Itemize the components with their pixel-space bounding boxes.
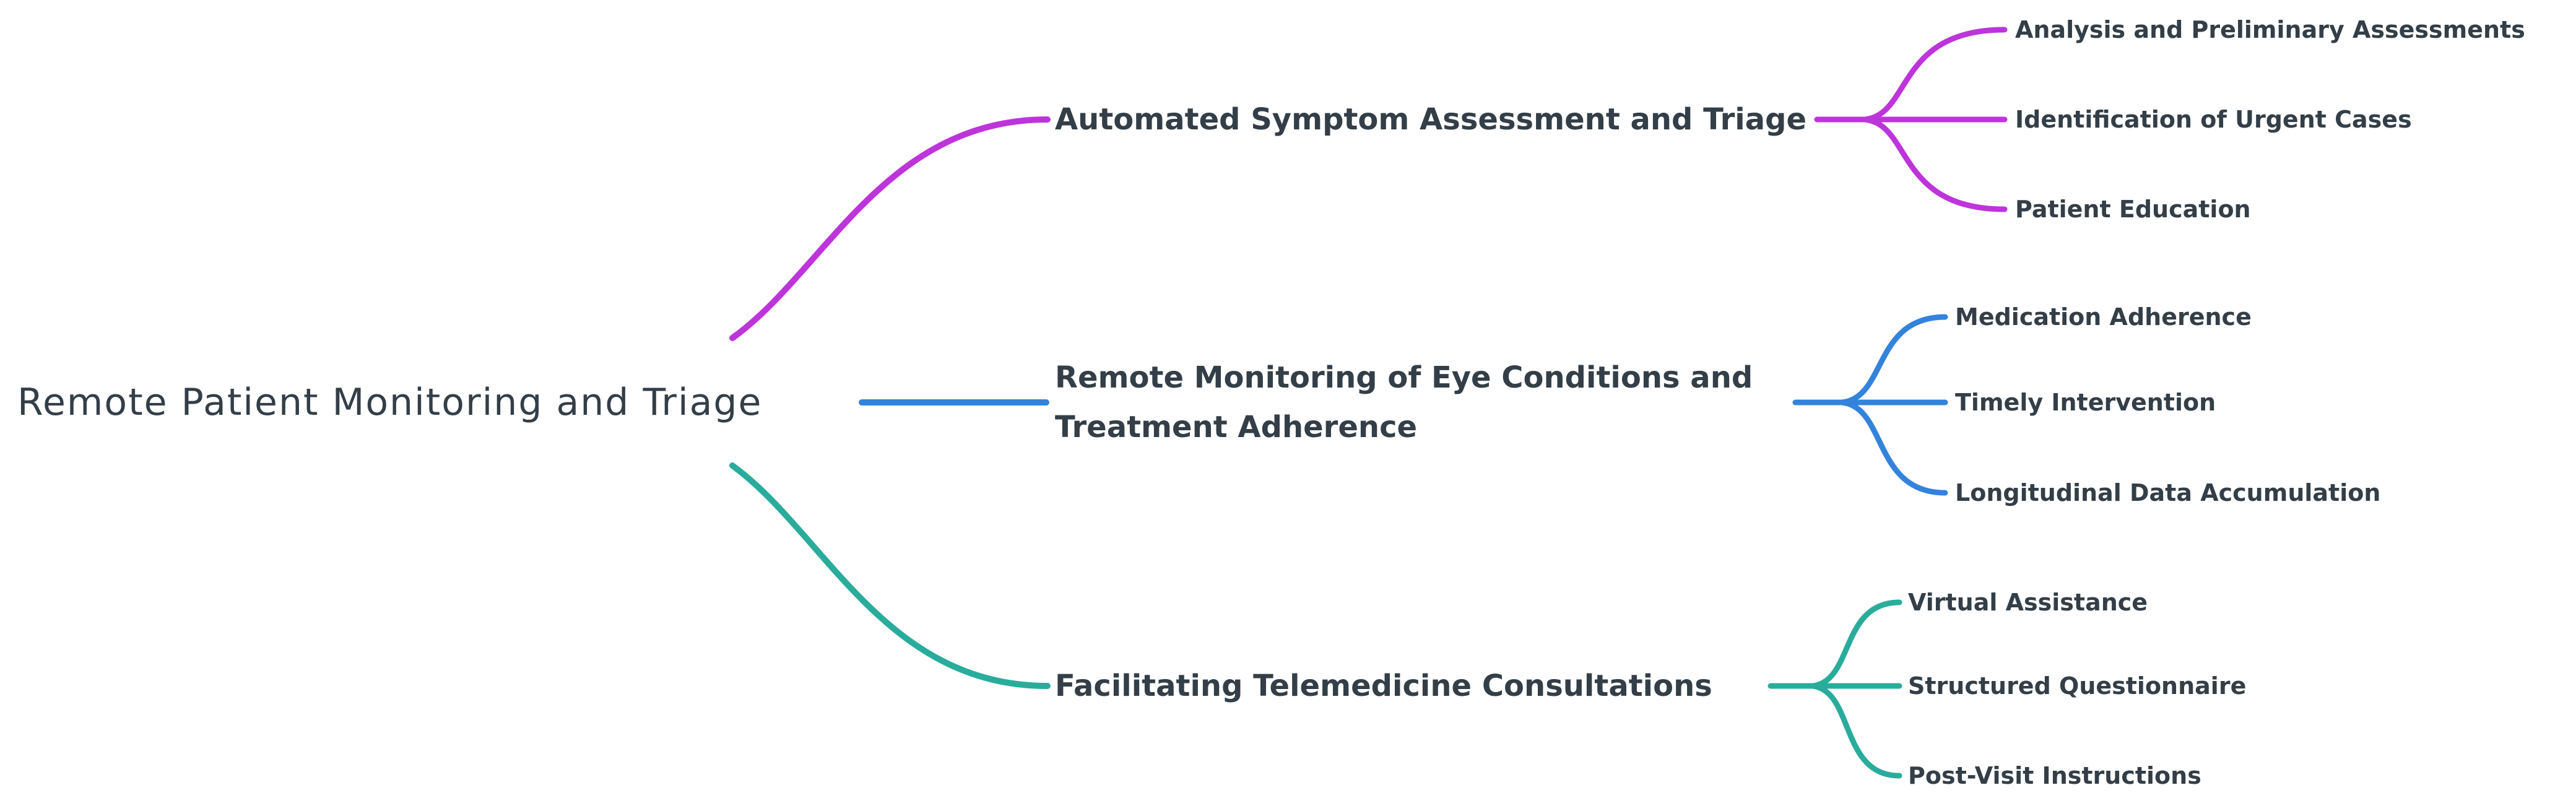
- branch2-leaf-top-link: [1839, 314, 1948, 405]
- branch3-connector-group: [729, 462, 1902, 779]
- branch3-root-link: [729, 462, 1051, 689]
- branch-node-automated-symptom-assessment: Automated Symptom Assessment and Triage: [1055, 102, 1807, 137]
- branch1-leaf-bottom-link: [1862, 116, 2008, 212]
- leaf-node-identification-urgent-cases: Identification of Urgent Cases: [2015, 106, 2412, 133]
- leaf-node-patient-education: Patient Education: [2015, 196, 2251, 223]
- branch3-leaf-top-link: [1810, 599, 1902, 689]
- branch1-root-link: [729, 116, 1051, 341]
- root-node-label: Remote Patient Monitoring and Triage: [17, 381, 763, 424]
- leaf-node-analysis-preliminary-assessments: Analysis and Preliminary Assessments: [2015, 16, 2525, 43]
- branch1-connector-group: [729, 27, 2008, 341]
- leaf-node-medication-adherence: Medication Adherence: [1955, 303, 2252, 331]
- branch3-leaf-bottom-link: [1810, 683, 1902, 779]
- branch2-connector-group: [859, 314, 1948, 496]
- leaf-node-post-visit-instructions: Post-Visit Instructions: [1908, 762, 2201, 789]
- leaf-node-timely-intervention: Timely Intervention: [1955, 389, 2216, 416]
- leaf-node-virtual-assistance: Virtual Assistance: [1908, 589, 2148, 616]
- branch-node-facilitating-telemedicine: Facilitating Telemedicine Consultations: [1055, 669, 1712, 703]
- leaf-node-structured-questionnaire: Structured Questionnaire: [1908, 672, 2247, 700]
- branch2-leaf-bottom-link: [1839, 399, 1948, 496]
- leaf-node-longitudinal-data-accumulation: Longitudinal Data Accumulation: [1955, 479, 2381, 506]
- branch-node-remote-monitoring-eye-conditions: Remote Monitoring of Eye Conditions and …: [1055, 360, 1753, 445]
- branch1-leaf-top-link: [1862, 27, 2008, 123]
